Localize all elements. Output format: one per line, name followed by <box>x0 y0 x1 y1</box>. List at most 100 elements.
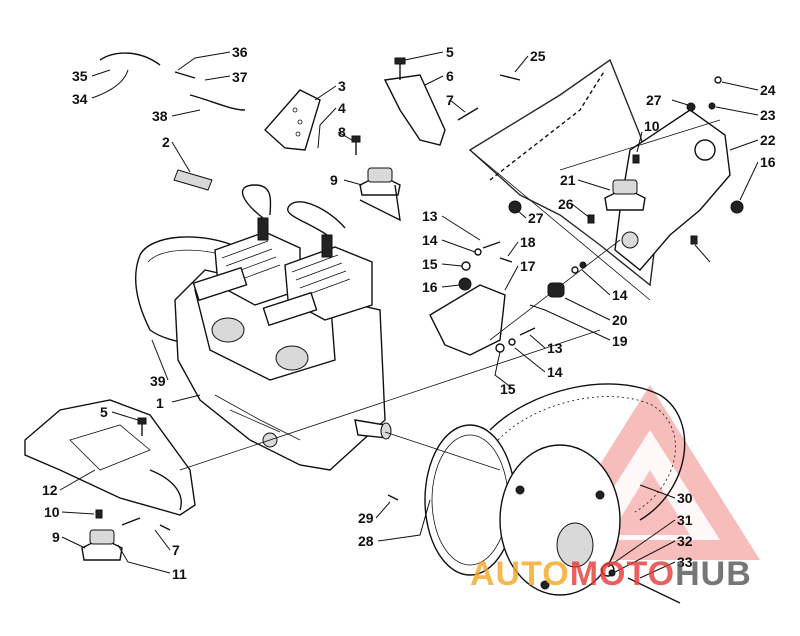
rubber-mount-upper <box>359 167 401 196</box>
watermark-triangle-center <box>610 470 690 535</box>
clutch-center-hub <box>556 522 594 568</box>
callout-33: 33 <box>677 554 693 570</box>
rear-plate-hidden-line <box>489 69 606 181</box>
callout-23: 23 <box>760 107 776 123</box>
callout-3: 3 <box>338 78 346 94</box>
torque-arm-hole <box>621 231 639 249</box>
callout-14-bottom: 14 <box>547 364 563 380</box>
leader-lines <box>59 51 759 579</box>
bolt-7-bottom <box>121 517 141 526</box>
washer-14-bottom <box>508 338 516 346</box>
callout-5-top: 5 <box>446 44 454 60</box>
side-engine-bracket <box>429 284 506 356</box>
bolt-5-bottom <box>137 417 147 425</box>
upper-mount-bracket <box>383 74 446 146</box>
nut-27-mid <box>508 200 522 214</box>
nut-24 <box>714 76 722 84</box>
bolt-25 <box>499 74 521 81</box>
callout-17: 17 <box>520 258 536 274</box>
washer-14-right <box>571 266 579 274</box>
bolt-29 <box>387 494 399 501</box>
callout-35: 35 <box>72 68 88 84</box>
washer-14-top <box>474 248 482 256</box>
exhaust-gasket <box>173 169 213 191</box>
callout-12: 12 <box>42 482 58 498</box>
clutch-bolt-33 <box>627 577 681 604</box>
callout-6: 6 <box>446 68 454 84</box>
callout-34: 34 <box>72 91 88 107</box>
callout-27-mid: 27 <box>528 210 544 226</box>
torque-arm-bushing <box>694 139 716 161</box>
bolt-8 <box>351 135 361 143</box>
callout-numbers: 35 34 36 37 38 3 2 4 5 6 7 8 9 25 24 27 … <box>42 44 776 582</box>
callout-37: 37 <box>232 69 248 85</box>
nut-16-mid <box>458 277 472 291</box>
callout-16-mid: 16 <box>422 279 438 295</box>
watermark-word-auto: AUTO <box>470 555 570 593</box>
washer-15-top <box>461 261 471 271</box>
callout-32: 32 <box>677 533 693 549</box>
spark-plug-left <box>257 217 269 241</box>
intake-port-right <box>275 345 309 371</box>
washer-15-bottom <box>495 343 505 353</box>
intake-port-left <box>211 317 245 343</box>
callout-30: 30 <box>677 490 693 506</box>
callout-21: 21 <box>560 172 576 188</box>
callout-25: 25 <box>530 48 546 64</box>
callout-5-bottom: 5 <box>100 404 108 420</box>
bolt-26-b <box>690 235 698 245</box>
callout-10-top: 10 <box>644 118 660 134</box>
callout-7-bottom: 7 <box>172 542 180 558</box>
callout-8: 8 <box>338 124 346 140</box>
callout-16-right: 16 <box>760 154 776 170</box>
callout-9-top: 9 <box>330 172 338 188</box>
watermark-brand-text: AUTOMOTOHUB <box>470 555 752 593</box>
bolt-13-top <box>482 241 501 249</box>
centerline-clutch <box>384 431 501 471</box>
callout-19: 19 <box>612 333 628 349</box>
callout-29: 29 <box>358 510 374 526</box>
callout-4: 4 <box>338 100 346 116</box>
head-fins-left <box>221 240 281 283</box>
callout-2: 2 <box>162 134 170 150</box>
callout-1: 1 <box>156 395 164 411</box>
callout-9-bottom: 9 <box>52 529 60 545</box>
exhaust-flange-right <box>262 291 318 327</box>
callout-13-bottom: 13 <box>547 340 563 356</box>
nut-27-top <box>686 102 696 112</box>
bolt-5-top <box>394 57 406 65</box>
callout-14-right: 14 <box>612 287 628 303</box>
callout-26-a: 26 <box>558 196 574 212</box>
washer-32 <box>608 569 616 577</box>
callout-39: 39 <box>150 373 166 389</box>
callout-28: 28 <box>358 533 374 549</box>
bolt-18 <box>499 257 513 263</box>
callout-38: 38 <box>152 108 168 124</box>
centerline-front <box>179 329 601 471</box>
exhaust-manifold-bracket <box>264 89 321 151</box>
callout-31: 31 <box>677 512 693 528</box>
callout-22: 22 <box>760 132 776 148</box>
front-engine-mount-plate <box>24 399 196 516</box>
callout-20: 20 <box>612 312 628 328</box>
bolt-26-a <box>587 214 595 224</box>
mount-plate-recess <box>69 424 151 471</box>
callout-13-top: 13 <box>422 208 438 224</box>
svg-text:AUTOMOTOHUB: AUTOMOTOHUB <box>470 555 752 593</box>
centerline-torque <box>559 119 721 171</box>
upper-bracket-base-outline <box>359 184 401 222</box>
callout-11: 11 <box>172 566 187 582</box>
callout-15-bottom: 15 <box>500 381 516 397</box>
bolt-10-top <box>632 154 640 164</box>
washer-23 <box>708 102 716 110</box>
watermark-word-hub: HUB <box>675 555 752 593</box>
plug-wire-right <box>287 201 346 236</box>
bolt-13-bottom <box>519 327 536 336</box>
exhaust-flange-left <box>192 266 248 302</box>
callout-24: 24 <box>760 82 776 98</box>
callout-7-top: 7 <box>446 92 454 108</box>
engine-assembly <box>174 184 392 471</box>
callout-14-top: 14 <box>422 232 438 248</box>
